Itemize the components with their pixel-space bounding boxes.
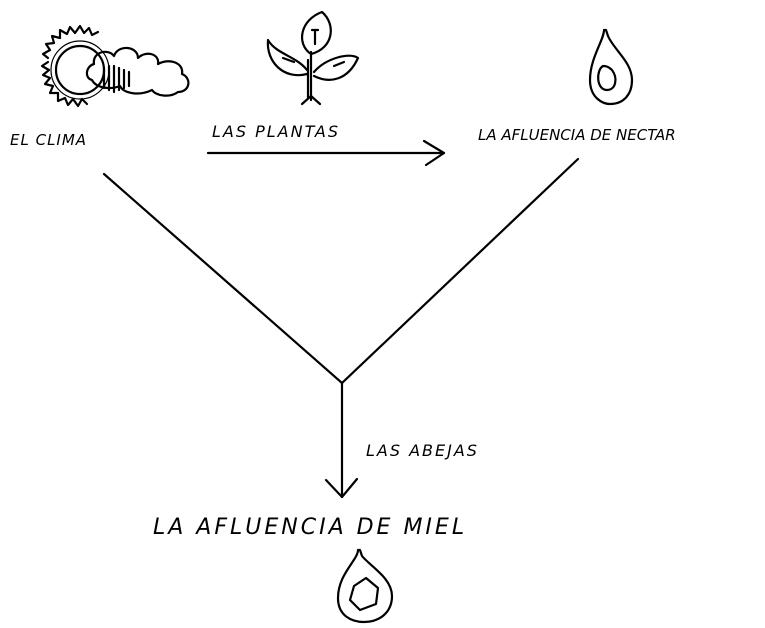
clima-label: EL CLIMA (10, 131, 88, 149)
plantas-label: LAS PLANTAS (212, 122, 340, 141)
plantas-arrow (206, 139, 446, 167)
miel-label: LA AFLUENCIA DE MIEL (153, 515, 468, 540)
abejas-label: LAS ABEJAS (366, 441, 479, 460)
abejas-arrow (324, 381, 359, 499)
clima-to-junction-line (102, 172, 344, 385)
honey-drop-icon (336, 548, 394, 624)
sun-cloud-icon (40, 24, 190, 108)
nectar-drop-icon (588, 28, 634, 106)
plant-icon (266, 10, 360, 106)
nectar-to-junction-line (340, 157, 580, 385)
nectar-label: LA AFLUENCIA DE NECTAR (478, 126, 676, 144)
